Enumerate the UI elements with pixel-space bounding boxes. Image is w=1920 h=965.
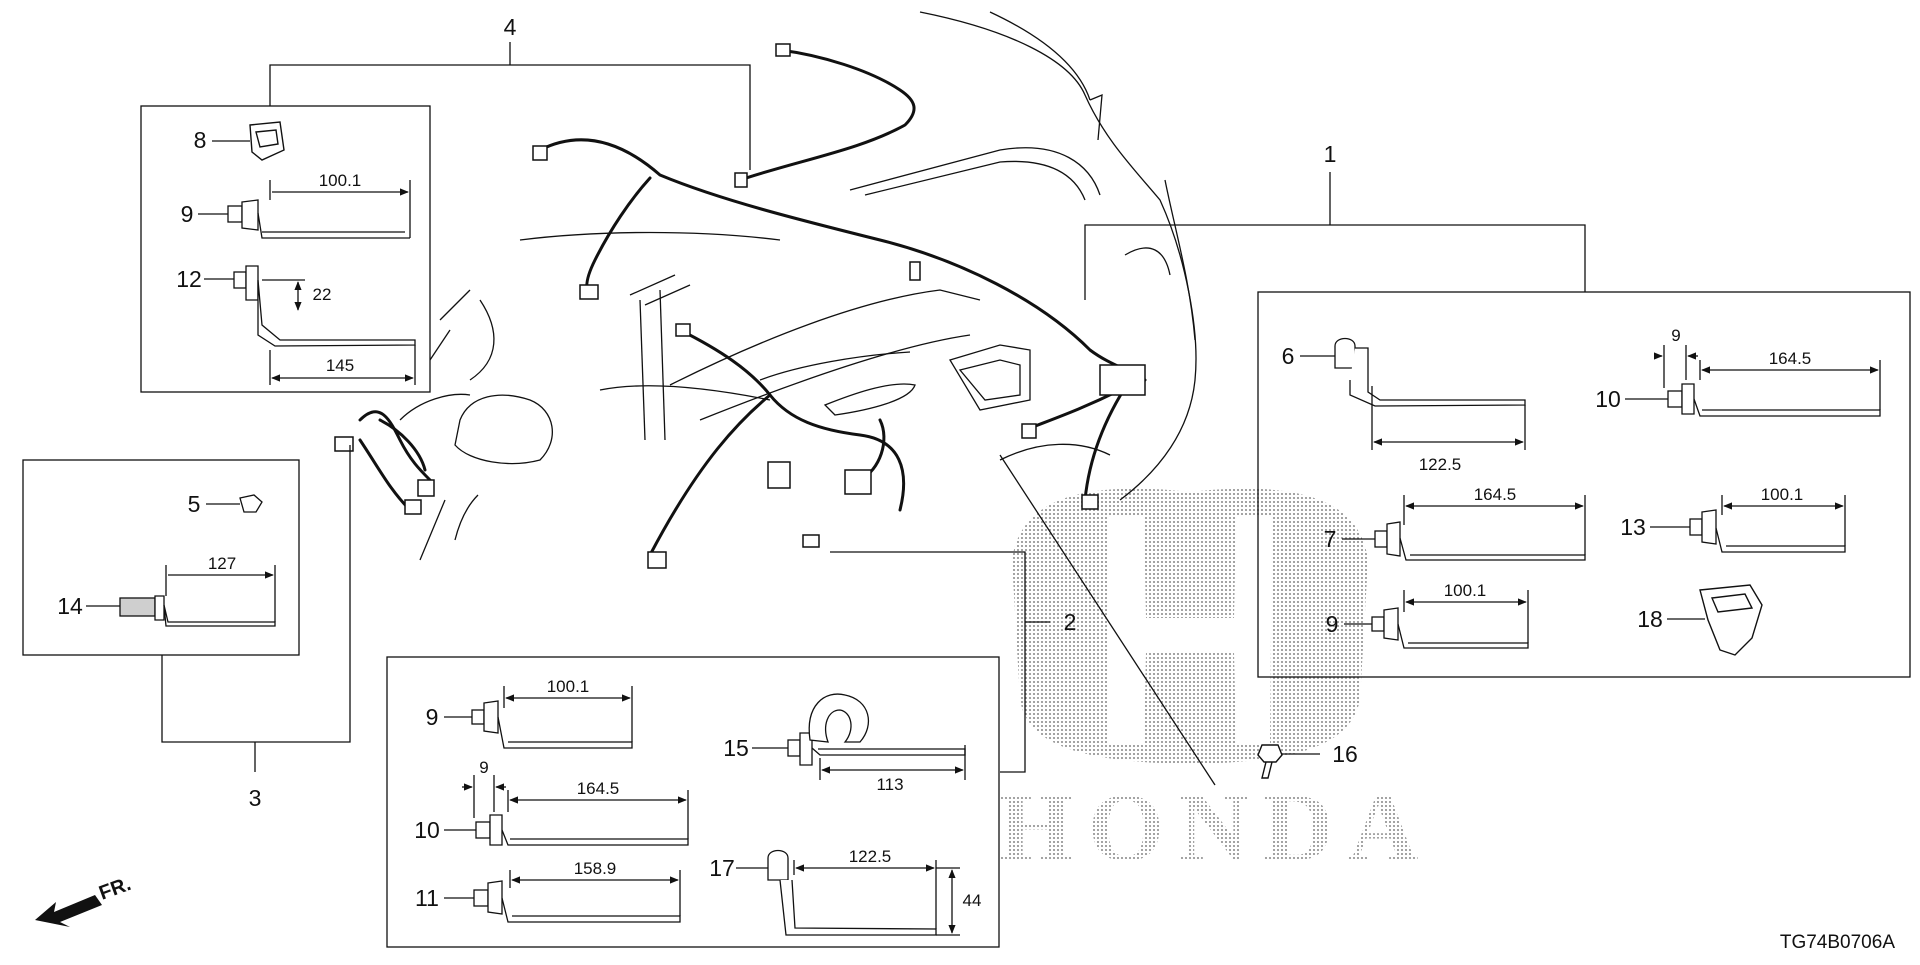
part-9-g1-dim-len: 100.1 — [1444, 581, 1487, 600]
part-10-g1-dim-len: 164.5 — [1769, 349, 1812, 368]
part-16-bolt-icon — [1257, 744, 1283, 779]
group-1-label: 1 — [1324, 141, 1337, 167]
group-1: 1 6 122.5 7 164.5 9 — [1084, 141, 1911, 678]
part-12-dim-height: 22 — [313, 285, 332, 304]
part-15-clip-icon — [787, 693, 966, 780]
part-18-label: 18 — [1637, 606, 1663, 632]
part-8-label: 8 — [194, 127, 207, 153]
part-11-dim-len: 158.9 — [574, 859, 617, 878]
group-2-box — [386, 656, 1000, 948]
part-17-dim-len: 122.5 — [849, 847, 892, 866]
group-3-bracket — [161, 445, 351, 743]
part-9-g1-label: 9 — [1326, 611, 1339, 637]
honda-h-emblem — [1012, 488, 1368, 764]
part-14-dim-len: 127 — [208, 554, 236, 573]
part-16: 16 — [999, 454, 1358, 786]
part-10-g1-dim-offset: 9 — [1671, 326, 1680, 345]
group-3-label: 3 — [249, 785, 262, 811]
part-16-leader — [999, 454, 1216, 786]
front-direction-indicator: FR. — [35, 873, 134, 927]
group-4-box — [140, 105, 431, 393]
group-3: 3 5 14 127 — [22, 445, 351, 811]
part-7-clip-icon — [1374, 495, 1586, 561]
part-9-g2-label: 9 — [426, 704, 439, 730]
wire-harness — [358, 48, 1147, 557]
part-18-clip-icon — [1699, 584, 1763, 656]
honda-wordmark: HONDA — [998, 774, 1433, 882]
group-4-label: 4 — [504, 14, 517, 40]
part-9-label: 9 — [181, 201, 194, 227]
part-15-label: 15 — [723, 735, 749, 761]
part-13-label: 13 — [1620, 514, 1646, 540]
part-17-label: 17 — [709, 855, 735, 881]
part-12-dim-len: 145 — [326, 356, 354, 375]
group-3-box — [22, 459, 300, 656]
part-8-clip-icon — [249, 121, 285, 161]
front-arrow-icon — [35, 895, 102, 927]
part-12-clip-icon — [233, 265, 416, 385]
part-14-label: 14 — [57, 593, 83, 619]
part-9-g2-dim-len: 100.1 — [547, 677, 590, 696]
part-9-clip-icon — [227, 180, 411, 239]
group-1-box — [1257, 291, 1911, 678]
part-9-g1-clip-icon — [1371, 590, 1529, 649]
part-5-clip-icon — [239, 494, 263, 513]
car-body-outline — [399, 11, 1197, 561]
part-13-dim-len: 100.1 — [1761, 485, 1804, 504]
part-10-g1-clip-icon — [1653, 345, 1881, 417]
part-10-g2-dim-offset: 9 — [479, 758, 488, 777]
part-11-label: 11 — [415, 885, 439, 911]
part-14-clip-icon — [119, 565, 276, 627]
part-11-clip-icon — [473, 870, 681, 923]
part-12-label: 12 — [176, 266, 202, 292]
harness-connectors — [334, 43, 1146, 569]
front-label: FR. — [96, 873, 134, 905]
part-6-label: 6 — [1282, 343, 1295, 369]
part-9-dim-len: 100.1 — [319, 171, 362, 190]
group-1-bracket — [1084, 224, 1586, 300]
group-2-bracket — [830, 551, 1026, 773]
part-5-label: 5 — [188, 491, 201, 517]
part-16-label: 16 — [1332, 741, 1358, 767]
group-2: 2 9 100.1 10 9 164.5 — [386, 551, 1077, 948]
part-10-g2-dim-len: 164.5 — [577, 779, 620, 798]
part-17-clip-icon — [767, 849, 960, 936]
part-6-dim-len: 122.5 — [1419, 455, 1462, 474]
part-6-clip-icon — [1334, 337, 1526, 450]
part-9-g2-clip-icon — [471, 686, 633, 749]
part-7-dim-len: 164.5 — [1474, 485, 1517, 504]
group-2-label: 2 — [1064, 609, 1077, 635]
group-4: 4 8 9 100.1 12 22 145 — [140, 14, 751, 393]
part-7-label: 7 — [1324, 526, 1337, 552]
part-17-dim-height: 44 — [963, 891, 982, 910]
part-10-g1-label: 10 — [1595, 386, 1621, 412]
group-4-bracket — [269, 64, 751, 170]
part-10-g2-clip-icon — [462, 775, 689, 846]
part-13-clip-icon — [1689, 495, 1846, 553]
diagram-part-code: TG74B0706A — [1780, 932, 1895, 953]
honda-watermark: HONDA — [998, 488, 1433, 882]
part-10-g2-label: 10 — [414, 817, 440, 843]
part-15-dim-len: 113 — [876, 775, 903, 794]
